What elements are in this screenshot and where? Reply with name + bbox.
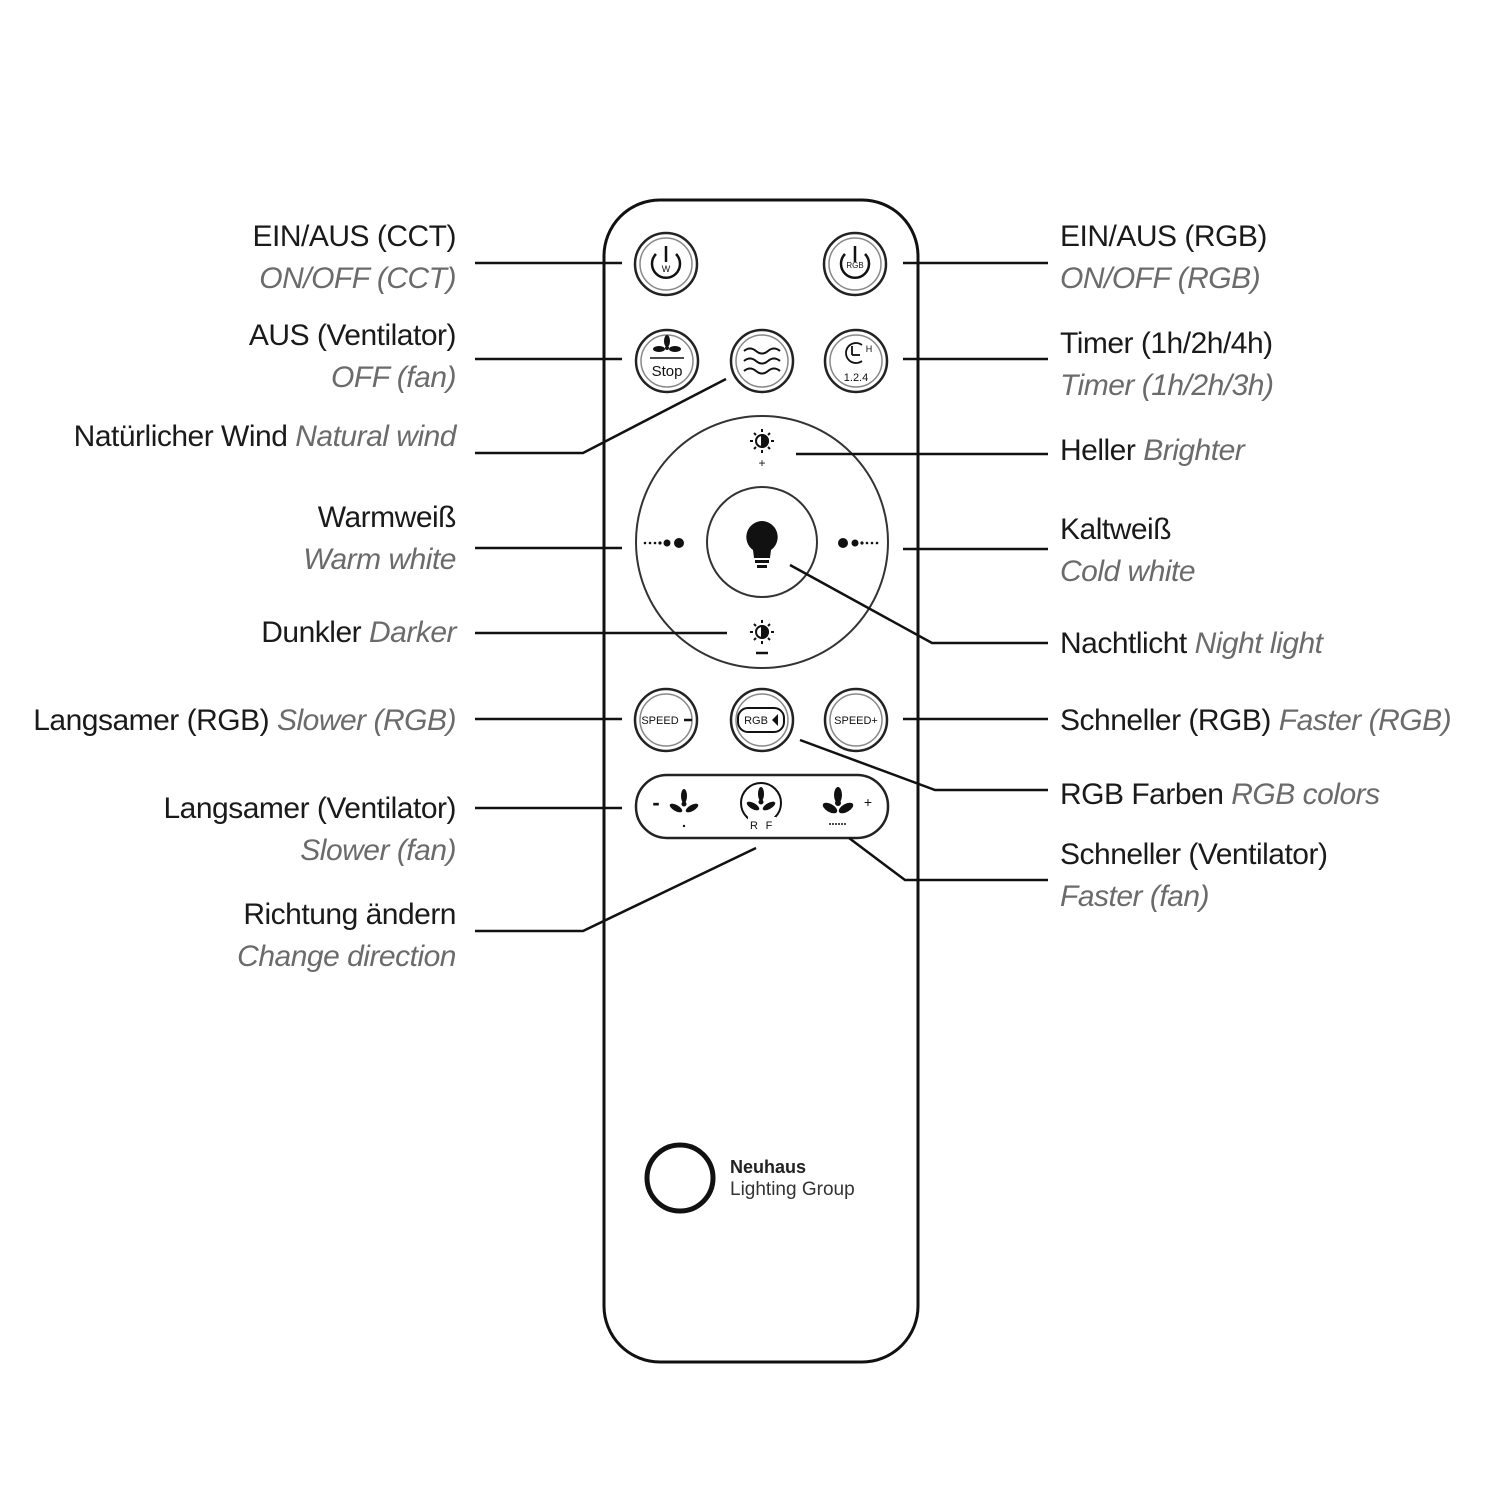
power-rgb-label: RGB <box>846 261 863 270</box>
label-natural-wind-en: Natural wind <box>295 420 456 453</box>
timer-button[interactable]: H 1.2.4 <box>823 328 889 394</box>
label-faster-rgb-en: Faster (RGB) <box>1278 704 1452 737</box>
label-slower-fan-en: Slower (fan) <box>300 834 456 867</box>
label-natural-wind: Natürlicher Wind Natural wind <box>73 416 457 458</box>
logo-tagline: Lighting Group <box>730 1179 855 1200</box>
stop-label: Stop <box>652 363 683 380</box>
power-icon <box>839 246 871 280</box>
label-timer: Timer (1h/2h/4h) Timer (1h/2h/3h) <box>1060 323 1274 407</box>
fan-slower-button[interactable]: - <box>652 789 699 828</box>
label-fan-off: AUS (Ventilator) OFF (fan) <box>248 315 457 399</box>
dots-icon <box>643 538 684 548</box>
label-night-light-en: Night light <box>1194 627 1323 660</box>
label-cold-white: Kaltweiß Cold white <box>1060 509 1196 593</box>
label-onoff-cct-en: ON/OFF (CCT) <box>259 262 456 295</box>
dir-r-label: R <box>750 820 758 832</box>
power-icon <box>650 246 682 280</box>
label-onoff-cct-de: EIN/AUS (CCT) <box>252 220 457 253</box>
label-faster-rgb-de: Schneller (RGB) <box>1060 704 1271 737</box>
label-cold-white-de: Kaltweiß <box>1060 513 1172 546</box>
label-darker-de: Dunkler <box>261 616 362 649</box>
clock-icon <box>845 342 863 364</box>
label-cold-white-en: Cold white <box>1060 555 1196 588</box>
speed-plus-button[interactable]: SPEED+ <box>823 687 889 753</box>
brighter-plus: + <box>758 456 765 470</box>
wind-icon <box>743 347 781 375</box>
label-brighter-en: Brighter <box>1143 434 1245 467</box>
label-faster-rgb: Schneller (RGB) Faster (RGB) <box>1060 700 1452 742</box>
fan-faster-button[interactable]: + <box>821 787 872 825</box>
label-timer-de: Timer (1h/2h/4h) <box>1060 327 1273 360</box>
label-rgb-colors: RGB Farben RGB colors <box>1060 774 1380 816</box>
fan-icon <box>822 787 854 814</box>
label-warm-white-en: Warm white <box>303 543 456 576</box>
sun-icon <box>750 620 774 644</box>
bulb-icon <box>746 521 778 568</box>
timer-steps-label: 1.2.4 <box>844 372 868 384</box>
fan-plus-label: + <box>864 794 872 810</box>
fan-minus-label: - <box>652 790 659 815</box>
label-night-light: Nachtlicht Night light <box>1060 623 1323 665</box>
label-darker-en: Darker <box>368 616 457 649</box>
brand-logo: Neuhaus Lighting Group <box>644 1142 855 1214</box>
label-fan-off-en: OFF (fan) <box>331 361 456 394</box>
label-rgb-colors-de: RGB Farben <box>1060 778 1224 811</box>
label-change-direction-de: Richtung ändern <box>243 898 456 931</box>
darker-button[interactable] <box>750 620 774 655</box>
label-onoff-rgb-de: EIN/AUS (RGB) <box>1060 220 1267 253</box>
fan-icon <box>669 789 699 813</box>
label-onoff-cct: EIN/AUS (CCT) ON/OFF (CCT) <box>253 216 457 300</box>
power-cct-label: W <box>662 264 671 274</box>
remote-body <box>602 198 920 1364</box>
natural-wind-button[interactable] <box>729 328 795 394</box>
label-rgb-colors-en: RGB colors <box>1231 778 1380 811</box>
label-night-light-de: Nachtlicht <box>1060 627 1187 660</box>
night-light-button[interactable] <box>706 486 818 598</box>
fan-control-bar <box>634 773 890 840</box>
label-brighter-de: Heller <box>1060 434 1136 467</box>
label-faster-fan-de: Schneller (Ventilator) <box>1060 838 1328 871</box>
speed-minus-button[interactable]: SPEED <box>633 687 699 753</box>
label-faster-fan: Schneller (Ventilator) Faster (fan) <box>1060 834 1328 918</box>
power-rgb-button[interactable]: RGB <box>822 231 888 297</box>
leader-lines <box>475 261 1048 933</box>
dots-icon <box>838 538 879 548</box>
label-slower-rgb: Langsamer (RGB) Slower (RGB) <box>33 700 456 742</box>
dir-f-label: F <box>766 820 773 832</box>
label-onoff-rgb: EIN/AUS (RGB) ON/OFF (RGB) <box>1060 216 1267 300</box>
label-change-direction-en: Change direction <box>237 940 456 973</box>
fan-icon <box>653 335 681 352</box>
label-natural-wind-de: Natürlicher Wind <box>73 420 288 453</box>
label-change-direction: Richtung ändern Change direction <box>237 894 456 978</box>
timer-h-label: H <box>866 344 873 354</box>
label-warm-white-de: Warmweiß <box>317 501 457 534</box>
speed-minus-label: SPEED <box>641 715 678 727</box>
label-fan-off-de: AUS (Ventilator) <box>248 319 457 352</box>
label-warm-white: Warmweiß Warm white <box>303 497 456 581</box>
change-direction-button[interactable]: R F <box>740 782 782 832</box>
power-cct-button[interactable]: W <box>633 231 699 297</box>
rgb-mode-label: RGB <box>744 715 768 727</box>
rgb-mode-button[interactable]: RGB <box>729 687 795 753</box>
warm-white-button[interactable] <box>643 538 684 548</box>
label-faster-fan-en: Faster (fan) <box>1060 880 1210 913</box>
brighter-button[interactable]: + <box>750 429 774 470</box>
label-darker: Dunkler Darker <box>261 612 456 654</box>
speed-plus-label: SPEED+ <box>834 715 878 727</box>
label-slower-rgb-de: Langsamer (RGB) <box>33 704 270 737</box>
logo-ring <box>644 1142 716 1214</box>
label-slower-fan-de: Langsamer (Ventilator) <box>163 792 457 825</box>
label-timer-en: Timer (1h/2h/3h) <box>1060 369 1274 402</box>
fan-icon <box>746 787 776 811</box>
logo-brand: Neuhaus <box>730 1157 806 1177</box>
fan-stop-button[interactable]: Stop <box>634 328 700 394</box>
sun-icon <box>750 429 774 453</box>
cold-white-button[interactable] <box>838 538 879 548</box>
label-slower-fan: Langsamer (Ventilator) Slower (fan) <box>164 788 457 872</box>
label-slower-rgb-en: Slower (RGB) <box>276 704 457 737</box>
label-brighter: Heller Brighter <box>1060 430 1245 472</box>
label-onoff-rgb-en: ON/OFF (RGB) <box>1060 262 1261 295</box>
